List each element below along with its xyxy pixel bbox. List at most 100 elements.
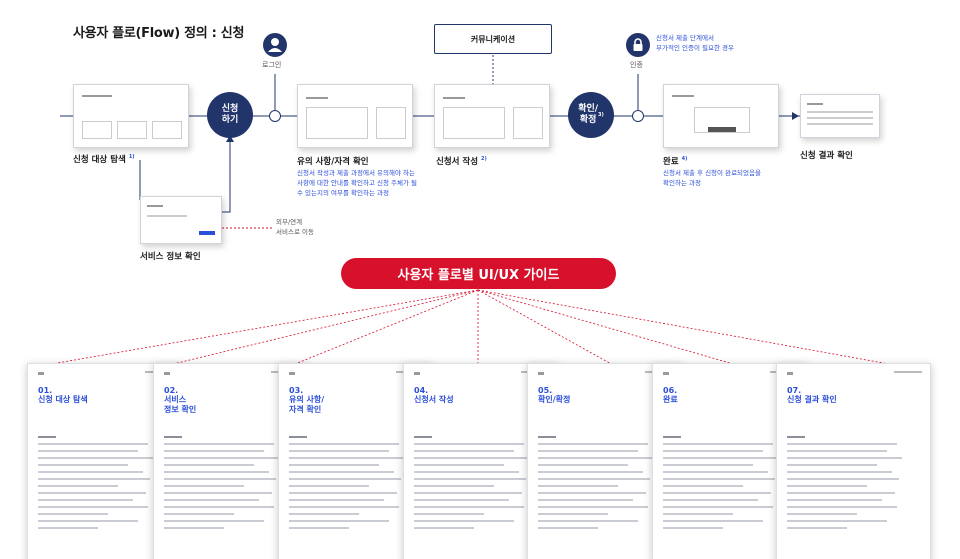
page-title: 서비스 정보 확인 bbox=[164, 395, 197, 414]
text-line bbox=[289, 436, 307, 438]
page-number: 02. bbox=[164, 386, 179, 395]
text-line bbox=[38, 436, 56, 438]
text-line bbox=[663, 520, 763, 522]
page-tag bbox=[164, 372, 170, 375]
write-screen-thumbnail bbox=[434, 84, 550, 148]
text-line bbox=[787, 527, 847, 529]
page-title: 확인/확정 bbox=[538, 395, 571, 404]
page-number: 03. bbox=[289, 386, 304, 395]
text-line bbox=[289, 457, 404, 459]
text-line bbox=[414, 513, 484, 515]
text-line bbox=[663, 513, 733, 515]
communication-box: 커뮤니케이션 bbox=[434, 24, 552, 54]
text-line bbox=[663, 499, 758, 501]
page-body-text bbox=[414, 436, 534, 534]
text-line bbox=[787, 485, 867, 487]
text-line bbox=[787, 464, 877, 466]
page-tag bbox=[787, 372, 793, 375]
text-line bbox=[414, 485, 494, 487]
text-line bbox=[538, 443, 648, 445]
text-line bbox=[538, 478, 650, 480]
text-line bbox=[164, 464, 254, 466]
result-screen-thumbnail bbox=[800, 94, 880, 138]
text-line bbox=[414, 478, 526, 480]
text-line bbox=[663, 492, 771, 494]
text-line bbox=[538, 450, 638, 452]
apply-circle: 신청 하기 bbox=[207, 92, 253, 138]
page-title: 완료 bbox=[663, 395, 678, 404]
text-line bbox=[663, 464, 753, 466]
text-line bbox=[787, 457, 902, 459]
page-body-text bbox=[164, 436, 284, 534]
text-line bbox=[414, 506, 524, 508]
text-line bbox=[164, 499, 259, 501]
text-line bbox=[787, 478, 899, 480]
text-line bbox=[289, 492, 397, 494]
text-line bbox=[538, 499, 633, 501]
text-line bbox=[787, 443, 897, 445]
text-line bbox=[663, 485, 743, 487]
text-line bbox=[663, 450, 763, 452]
text-line bbox=[38, 520, 138, 522]
page-title: 신청 대상 탐색 bbox=[38, 395, 88, 404]
text-line bbox=[38, 513, 108, 515]
page-number: 01. bbox=[38, 386, 53, 395]
text-line bbox=[164, 478, 276, 480]
text-line bbox=[663, 436, 681, 438]
text-line bbox=[289, 520, 389, 522]
text-line bbox=[538, 527, 598, 529]
text-line bbox=[164, 506, 274, 508]
text-line bbox=[414, 436, 432, 438]
page-number: 04. bbox=[414, 386, 429, 395]
text-line bbox=[164, 443, 274, 445]
text-line bbox=[787, 513, 857, 515]
text-line bbox=[164, 485, 244, 487]
service-info-screen-thumbnail bbox=[140, 196, 222, 244]
text-line bbox=[663, 478, 775, 480]
user-icon bbox=[263, 33, 287, 57]
auth-node bbox=[632, 110, 644, 122]
text-line bbox=[289, 485, 369, 487]
page-body-text bbox=[38, 436, 158, 534]
text-line bbox=[663, 457, 778, 459]
step-service-info-title: 서비스 정보 확인 bbox=[140, 252, 201, 262]
text-line bbox=[538, 492, 646, 494]
text-line bbox=[538, 520, 638, 522]
text-line bbox=[38, 506, 148, 508]
page-body-text bbox=[289, 436, 409, 534]
text-line bbox=[289, 450, 389, 452]
text-line bbox=[787, 492, 895, 494]
page-number: 06. bbox=[663, 386, 678, 395]
text-line bbox=[663, 443, 773, 445]
text-line bbox=[289, 471, 394, 473]
text-line bbox=[414, 499, 509, 501]
text-line bbox=[538, 471, 643, 473]
step-result-title: 신청 결과 확인 bbox=[800, 151, 853, 161]
text-line bbox=[38, 443, 148, 445]
auth-label: 인증 bbox=[630, 61, 643, 69]
guide-banner: 사용자 플로별 UI/UX 가이드 bbox=[341, 258, 616, 289]
page-tag bbox=[38, 372, 44, 375]
text-line bbox=[38, 527, 98, 529]
text-line bbox=[663, 506, 773, 508]
search-screen-thumbnail bbox=[73, 84, 189, 148]
text-line bbox=[538, 506, 648, 508]
text-line bbox=[663, 471, 768, 473]
step-write-title: 신청서 작성 2) bbox=[436, 156, 487, 167]
text-line bbox=[414, 457, 529, 459]
text-line bbox=[787, 450, 887, 452]
page-title: 사용자 플로(Flow) 정의 : 신청 bbox=[73, 26, 245, 41]
text-line bbox=[38, 485, 118, 487]
guide-page-7: 07.신청 결과 확인 bbox=[776, 363, 931, 559]
text-line bbox=[289, 513, 359, 515]
text-line bbox=[38, 492, 146, 494]
page-header-line bbox=[894, 371, 922, 373]
text-line bbox=[289, 527, 349, 529]
page-tag bbox=[414, 372, 420, 375]
notice-screen-thumbnail bbox=[297, 84, 413, 148]
text-line bbox=[289, 443, 399, 445]
page-title: 신청서 작성 bbox=[414, 395, 454, 404]
login-node bbox=[269, 110, 281, 122]
text-line bbox=[414, 450, 514, 452]
